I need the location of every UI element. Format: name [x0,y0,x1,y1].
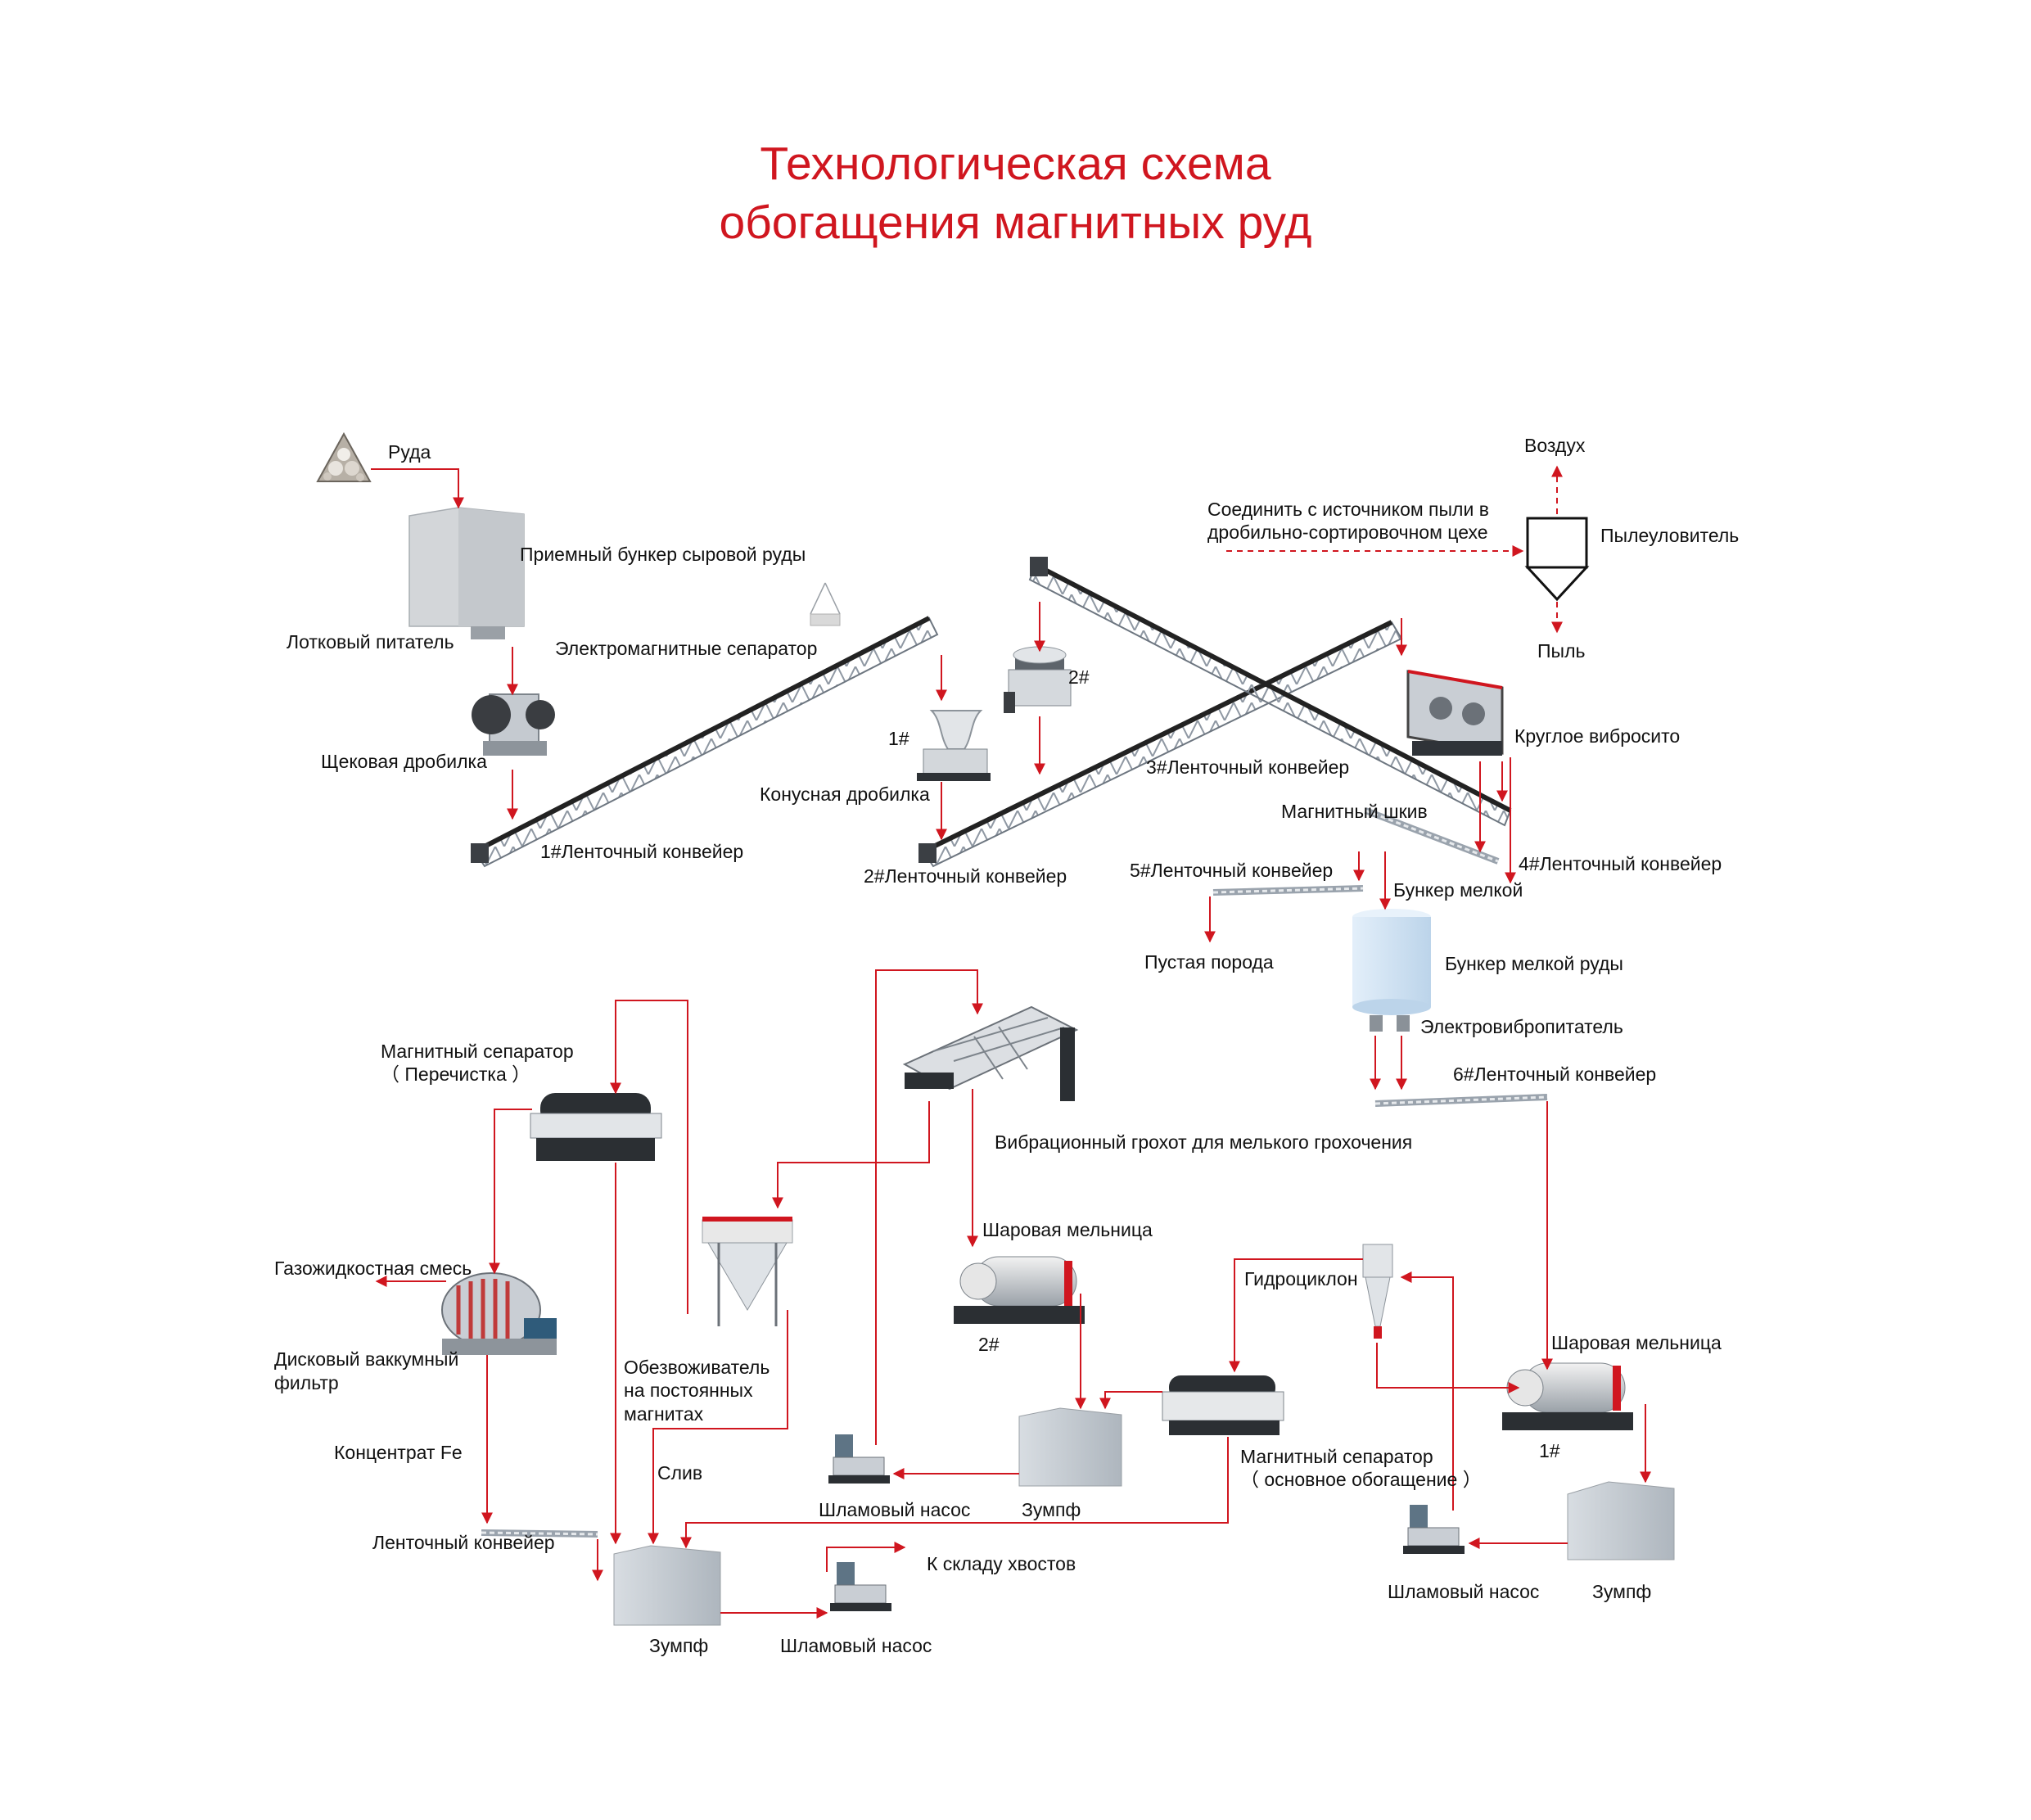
belt-conveyor-6-icon [1374,1094,1548,1107]
label-raw-ore-bin: Приемный бункер сыровой руды [520,544,806,565]
label-dewaterer-2: на постоянных [624,1380,753,1401]
flow-dewaterer-to-magsep [610,1000,688,1314]
label-slurry-pump-right: Шламовый насос [1388,1581,1539,1602]
label-dust-source-line2: дробильно-сортировочном цехе [1207,522,1488,543]
label-ore: Руда [388,441,431,463]
cone-crusher-2 [1004,646,1072,713]
label-electromagnetic-separator: Электромагнитные сепаратор [555,638,817,659]
slurry-pump-right [1403,1505,1465,1554]
label-disc-filter-2: фильтр [274,1372,339,1393]
flow-screen-to-dewaterer [772,1101,930,1209]
electromagnetic-separator [810,582,841,626]
label-concentrate-fe: Концентрат Fe [334,1442,463,1463]
cone-crusher-1 [917,710,991,781]
label-air: Воздух [1524,435,1586,456]
magnetic-pulley-conveyor [1364,807,1500,865]
belt-conveyor-5-icon [1212,885,1364,896]
label-cone-crusher-1-num: 1# [888,728,909,749]
flow-pump-mid-to-screen [875,969,983,1445]
label-magnetic-sep-main-1: Магнитный сепаратор [1240,1446,1433,1467]
ball-mill-1 [1502,1362,1633,1430]
label-magnetic-pulley: Магнитный шкив [1281,801,1428,822]
label-belt-conveyor-2: 2#Ленточный конвейер [864,865,1067,887]
label-disc-filter-1: Дисковый ваккумный [274,1348,458,1370]
diagram-title-line-2: обогащения магнитных руд [719,196,1312,249]
label-sump-mid: Зумпф [1022,1499,1081,1520]
ball-mill-2 [954,1256,1085,1324]
label-ball-mill-1: Шаровая мельница [1551,1332,1722,1353]
magnetic-separator-main [1162,1375,1284,1435]
label-dust: Пыль [1537,640,1585,662]
sump-mid [1018,1407,1122,1487]
label-trough-feeder: Лотковый питатель [287,631,454,653]
label-belt-conveyor: Ленточный конвейер [372,1532,555,1553]
sump-bottom [613,1545,721,1626]
label-waste-rock: Пустая порода [1144,951,1274,973]
label-circular-screen: Круглое вибросито [1514,725,1680,747]
slurry-pump-mid [828,1434,890,1484]
diagram-title-line-1: Технологическая схема [760,138,1271,190]
ore-pile-icon [316,431,372,482]
label-magnetic-sep-cleaning-1: Магнитный сепаратор [381,1041,574,1062]
circular-vibrating-screen [1406,670,1504,756]
label-dewaterer-1: Обезвоживатель [624,1357,770,1378]
flow-pump-right-to-cyclone [1400,1271,1454,1511]
magnetic-separator-cleaning [530,1093,662,1161]
belt-conveyor-3 [1028,557,1512,827]
flow-ore-to-bin [371,468,464,509]
flow-pump-bottom-to-tailings [826,1542,906,1572]
label-magnetic-sep-main-2: （ основное обогащение ） [1240,1469,1482,1490]
belt-conveyor-2 [918,620,1403,868]
hydrocyclone [1362,1244,1393,1339]
label-belt-conveyor-1: 1#Ленточный конвейер [540,841,743,862]
label-belt-conveyor-3: 3#Ленточный конвейер [1146,756,1349,778]
belt-conveyor-1 [471,616,939,868]
fine-ore-bin [1352,909,1431,1032]
label-overflow: Слив [657,1462,702,1484]
jaw-crusher [472,693,555,756]
label-cone-crusher: Конусная дробилка [760,784,930,805]
label-sump-bottom: Зумпф [649,1635,708,1656]
bottom-belt-conveyor-icon [481,1529,598,1538]
label-jaw-crusher: Щековая дробилка [321,751,487,772]
disc-vacuum-filter [441,1272,557,1355]
label-dewaterer-3: магнитах [624,1403,704,1425]
label-slurry-pump-bottom: Шламовый насос [780,1635,932,1656]
flow-magsep-to-filter [489,1109,532,1275]
label-belt-conveyor-6: 6#Ленточный конвейер [1453,1064,1656,1085]
sump-right [1567,1481,1675,1560]
dust-collector-icon [1524,517,1590,602]
label-ball-mill-2-num: 2# [978,1334,1000,1355]
label-cone-crusher-2-num: 2# [1068,666,1090,688]
label-sump-right: Зумпф [1592,1581,1651,1602]
label-fine-ore-bin: Бункер мелкой руды [1445,953,1623,974]
label-fine-bin-short: Бункер мелкой [1393,879,1523,901]
label-fine-screen: Вибрационный грохот для мелького грохоче… [995,1131,1412,1153]
label-ball-mill-2: Шаровая мельница [982,1219,1153,1240]
label-belt-conveyor-5: 5#Ленточный конвейер [1130,860,1333,881]
raw-ore-bin [408,507,525,639]
label-hydrocyclone: Гидроциклон [1244,1268,1358,1289]
label-magnetic-sep-cleaning-2: （ Перечистка ） [381,1064,530,1085]
label-dust-collector: Пылеуловитель [1600,525,1739,546]
label-belt-conveyor-4: 4#Ленточный конвейер [1519,853,1722,874]
slurry-pump-bottom [830,1562,891,1611]
label-ball-mill-1-num: 1# [1539,1440,1560,1461]
flow-cyclone-to-magsep-main [1229,1258,1363,1373]
label-gas-liquid: Газожидкостная смесь [274,1258,472,1279]
label-vibro-feeder: Электровибропитатель [1420,1016,1623,1037]
flow-magsep-to-sump-mid [1099,1391,1162,1410]
flow-cyclone-to-mill1 [1376,1343,1520,1393]
permanent-magnet-dewaterer [702,1217,793,1326]
label-dust-source-line1: Соединить с источником пыли в [1207,499,1489,520]
label-slurry-pump-mid: Шламовый насос [819,1499,970,1520]
flow-magsep-main-to-bottom [680,1437,1229,1549]
flow-dewaterer-overflow [648,1310,788,1545]
fine-vibrating-screen [902,1005,1079,1101]
label-to-tailings: К складу хвостов [927,1553,1076,1574]
